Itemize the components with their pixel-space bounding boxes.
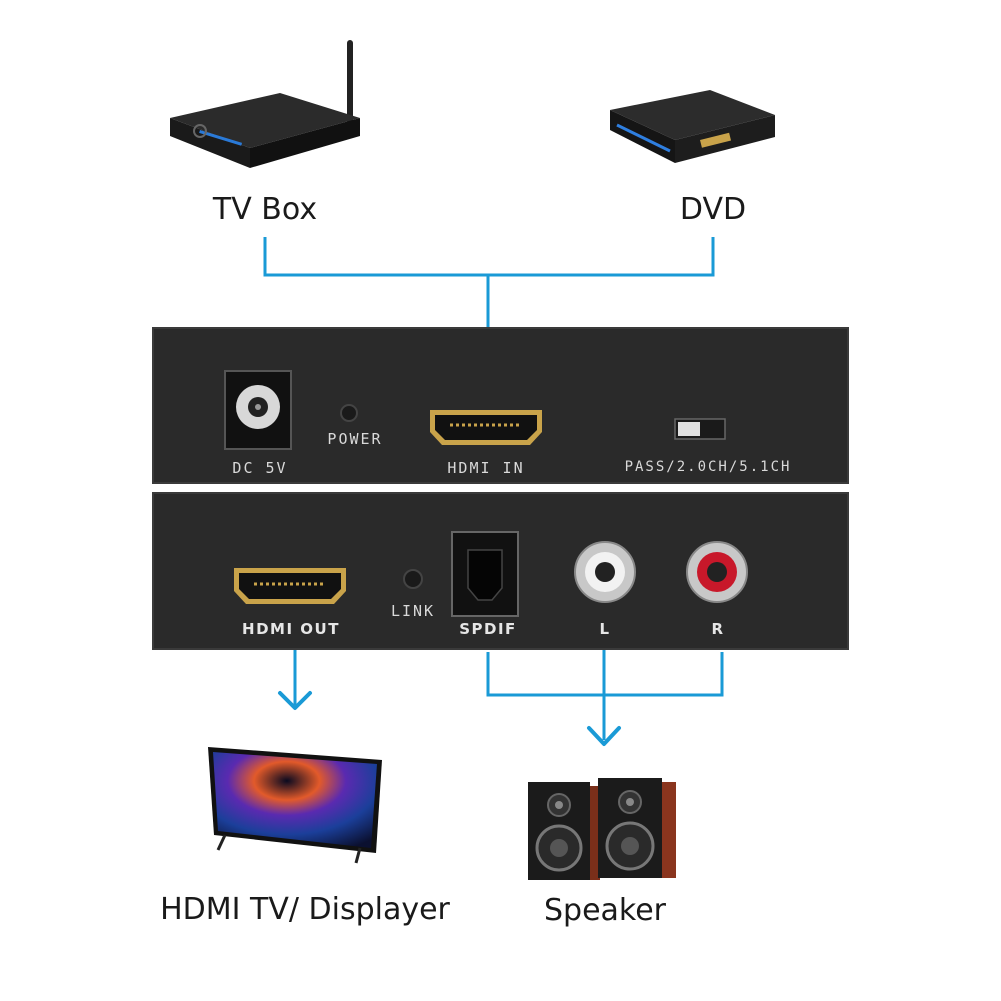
- link-label: LINK: [390, 602, 436, 620]
- rca-left-port-icon: [574, 541, 636, 603]
- hdmi-in-port-icon: [430, 410, 542, 445]
- hdmi-in-label: HDMI IN: [447, 459, 525, 477]
- mode-switch-icon: [674, 418, 726, 440]
- hdmi-out-port-icon: [234, 568, 346, 604]
- arrow-down-icon: [587, 726, 621, 746]
- power-label: POWER: [327, 430, 383, 448]
- link-led-icon: [403, 569, 423, 589]
- hdmi-out-label: HDMI OUT: [242, 620, 340, 638]
- power-led-icon: [340, 404, 358, 422]
- speaker-image: [528, 778, 676, 880]
- rca-right-port-icon: [686, 541, 748, 603]
- dc-5v-label: DC 5V: [232, 459, 288, 477]
- dvd-player-image: [610, 90, 775, 163]
- dc-jack-icon: [224, 370, 292, 450]
- mode-switch-label: PASS/2.0CH/5.1CH: [624, 459, 792, 475]
- tv-box-label: TV Box: [212, 192, 318, 227]
- arrow-down-icon: [278, 691, 312, 710]
- hdmi-tv-label: HDMI TV/ Displayer: [160, 892, 450, 927]
- hdmi-tv-image: [208, 747, 382, 864]
- rear-panel-ports: [234, 531, 748, 617]
- input-bracket-line: [263, 237, 715, 277]
- tv-box-image: [170, 40, 360, 168]
- spdif-port-icon: [451, 531, 519, 617]
- left-channel-label: L: [599, 620, 611, 638]
- spdif-label: SPDIF: [459, 620, 517, 638]
- right-channel-label: R: [711, 620, 725, 638]
- dvd-label: DVD: [679, 192, 747, 227]
- front-panel-ports: [224, 370, 726, 450]
- speaker-label: Speaker: [543, 893, 667, 928]
